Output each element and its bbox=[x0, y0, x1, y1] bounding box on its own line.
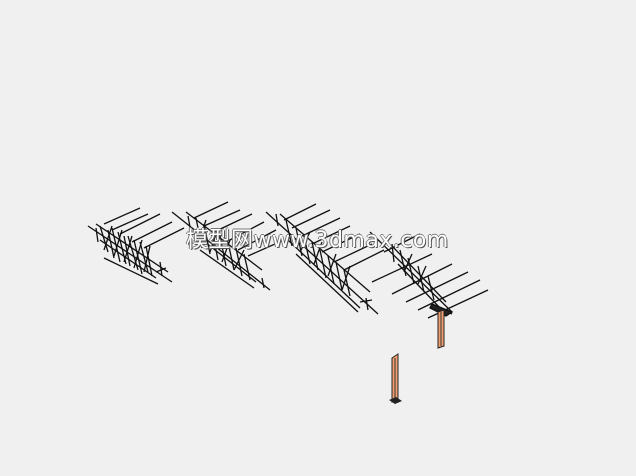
column-right bbox=[437, 309, 445, 349]
watermark-text: 模型网www.3dmax.com bbox=[186, 228, 449, 253]
column-bottom bbox=[389, 353, 402, 404]
truss-segment-2 bbox=[171, 201, 285, 291]
truss-segment-3 bbox=[265, 203, 385, 315]
truss-segment-4 bbox=[369, 231, 489, 319]
truss-segment-1 bbox=[87, 207, 185, 285]
steel-truss-wireframe bbox=[87, 201, 489, 319]
